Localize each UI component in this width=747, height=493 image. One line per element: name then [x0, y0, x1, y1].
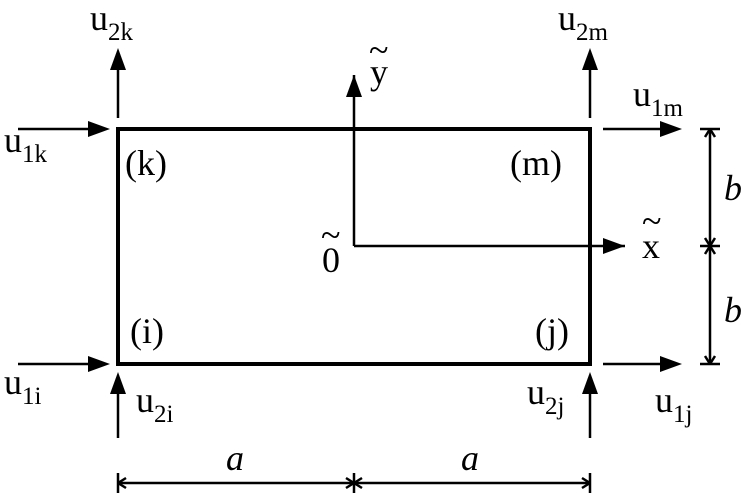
node-j-label: (j): [535, 311, 569, 351]
label-u2j: u2j: [527, 372, 564, 420]
axis-x-label: x: [642, 226, 660, 266]
label-u1m: u1m: [633, 74, 684, 122]
dim-b-arrow-m: [703, 237, 717, 255]
u1k-arrowhead: [88, 121, 110, 137]
dim-a-arrow-l1: [117, 476, 127, 490]
local-axes: [346, 75, 625, 254]
displacement-arrows: [18, 48, 682, 438]
node-k-label: (k): [125, 143, 167, 183]
u1m-arrowhead: [660, 121, 682, 137]
u2m-arrowhead: [582, 48, 598, 70]
label-u1j: u1j: [655, 380, 692, 428]
node-m-label: (m): [510, 143, 562, 183]
origin-tilde: ~: [321, 215, 340, 255]
u1i-arrowhead: [88, 356, 110, 372]
u2i-arrowhead: [110, 372, 126, 394]
dim-b-top-label: b: [724, 168, 742, 208]
node-i-label: (i): [130, 311, 164, 351]
label-u2m: u2m: [558, 0, 609, 46]
dim-b-arrow-t: [703, 128, 717, 138]
u2j-arrowhead: [582, 372, 598, 394]
dim-a-right-label: a: [461, 438, 479, 478]
dim-b-arrow-b: [703, 355, 717, 365]
label-u2k: u2k: [90, 0, 134, 46]
axis-y-tilde: ~: [369, 30, 388, 70]
u1j-arrowhead: [660, 356, 682, 372]
origin-label: 0: [322, 240, 340, 280]
axis-y-label: y: [370, 52, 388, 92]
y-axis-arrowhead: [346, 75, 362, 97]
label-u1i: u1i: [4, 362, 42, 410]
dim-a-arrow-l2: [345, 476, 363, 490]
dim-a-left-label: a: [226, 438, 244, 478]
dim-a-arrow-r: [581, 476, 591, 490]
dim-b-bottom-label: b: [724, 290, 742, 330]
u2k-arrowhead: [110, 48, 126, 70]
axis-x-tilde: ~: [642, 201, 661, 241]
dimension-lines: [116, 127, 720, 493]
label-u2i: u2i: [136, 380, 174, 428]
label-u1k: u1k: [4, 120, 48, 168]
x-axis-arrowhead: [603, 238, 625, 254]
